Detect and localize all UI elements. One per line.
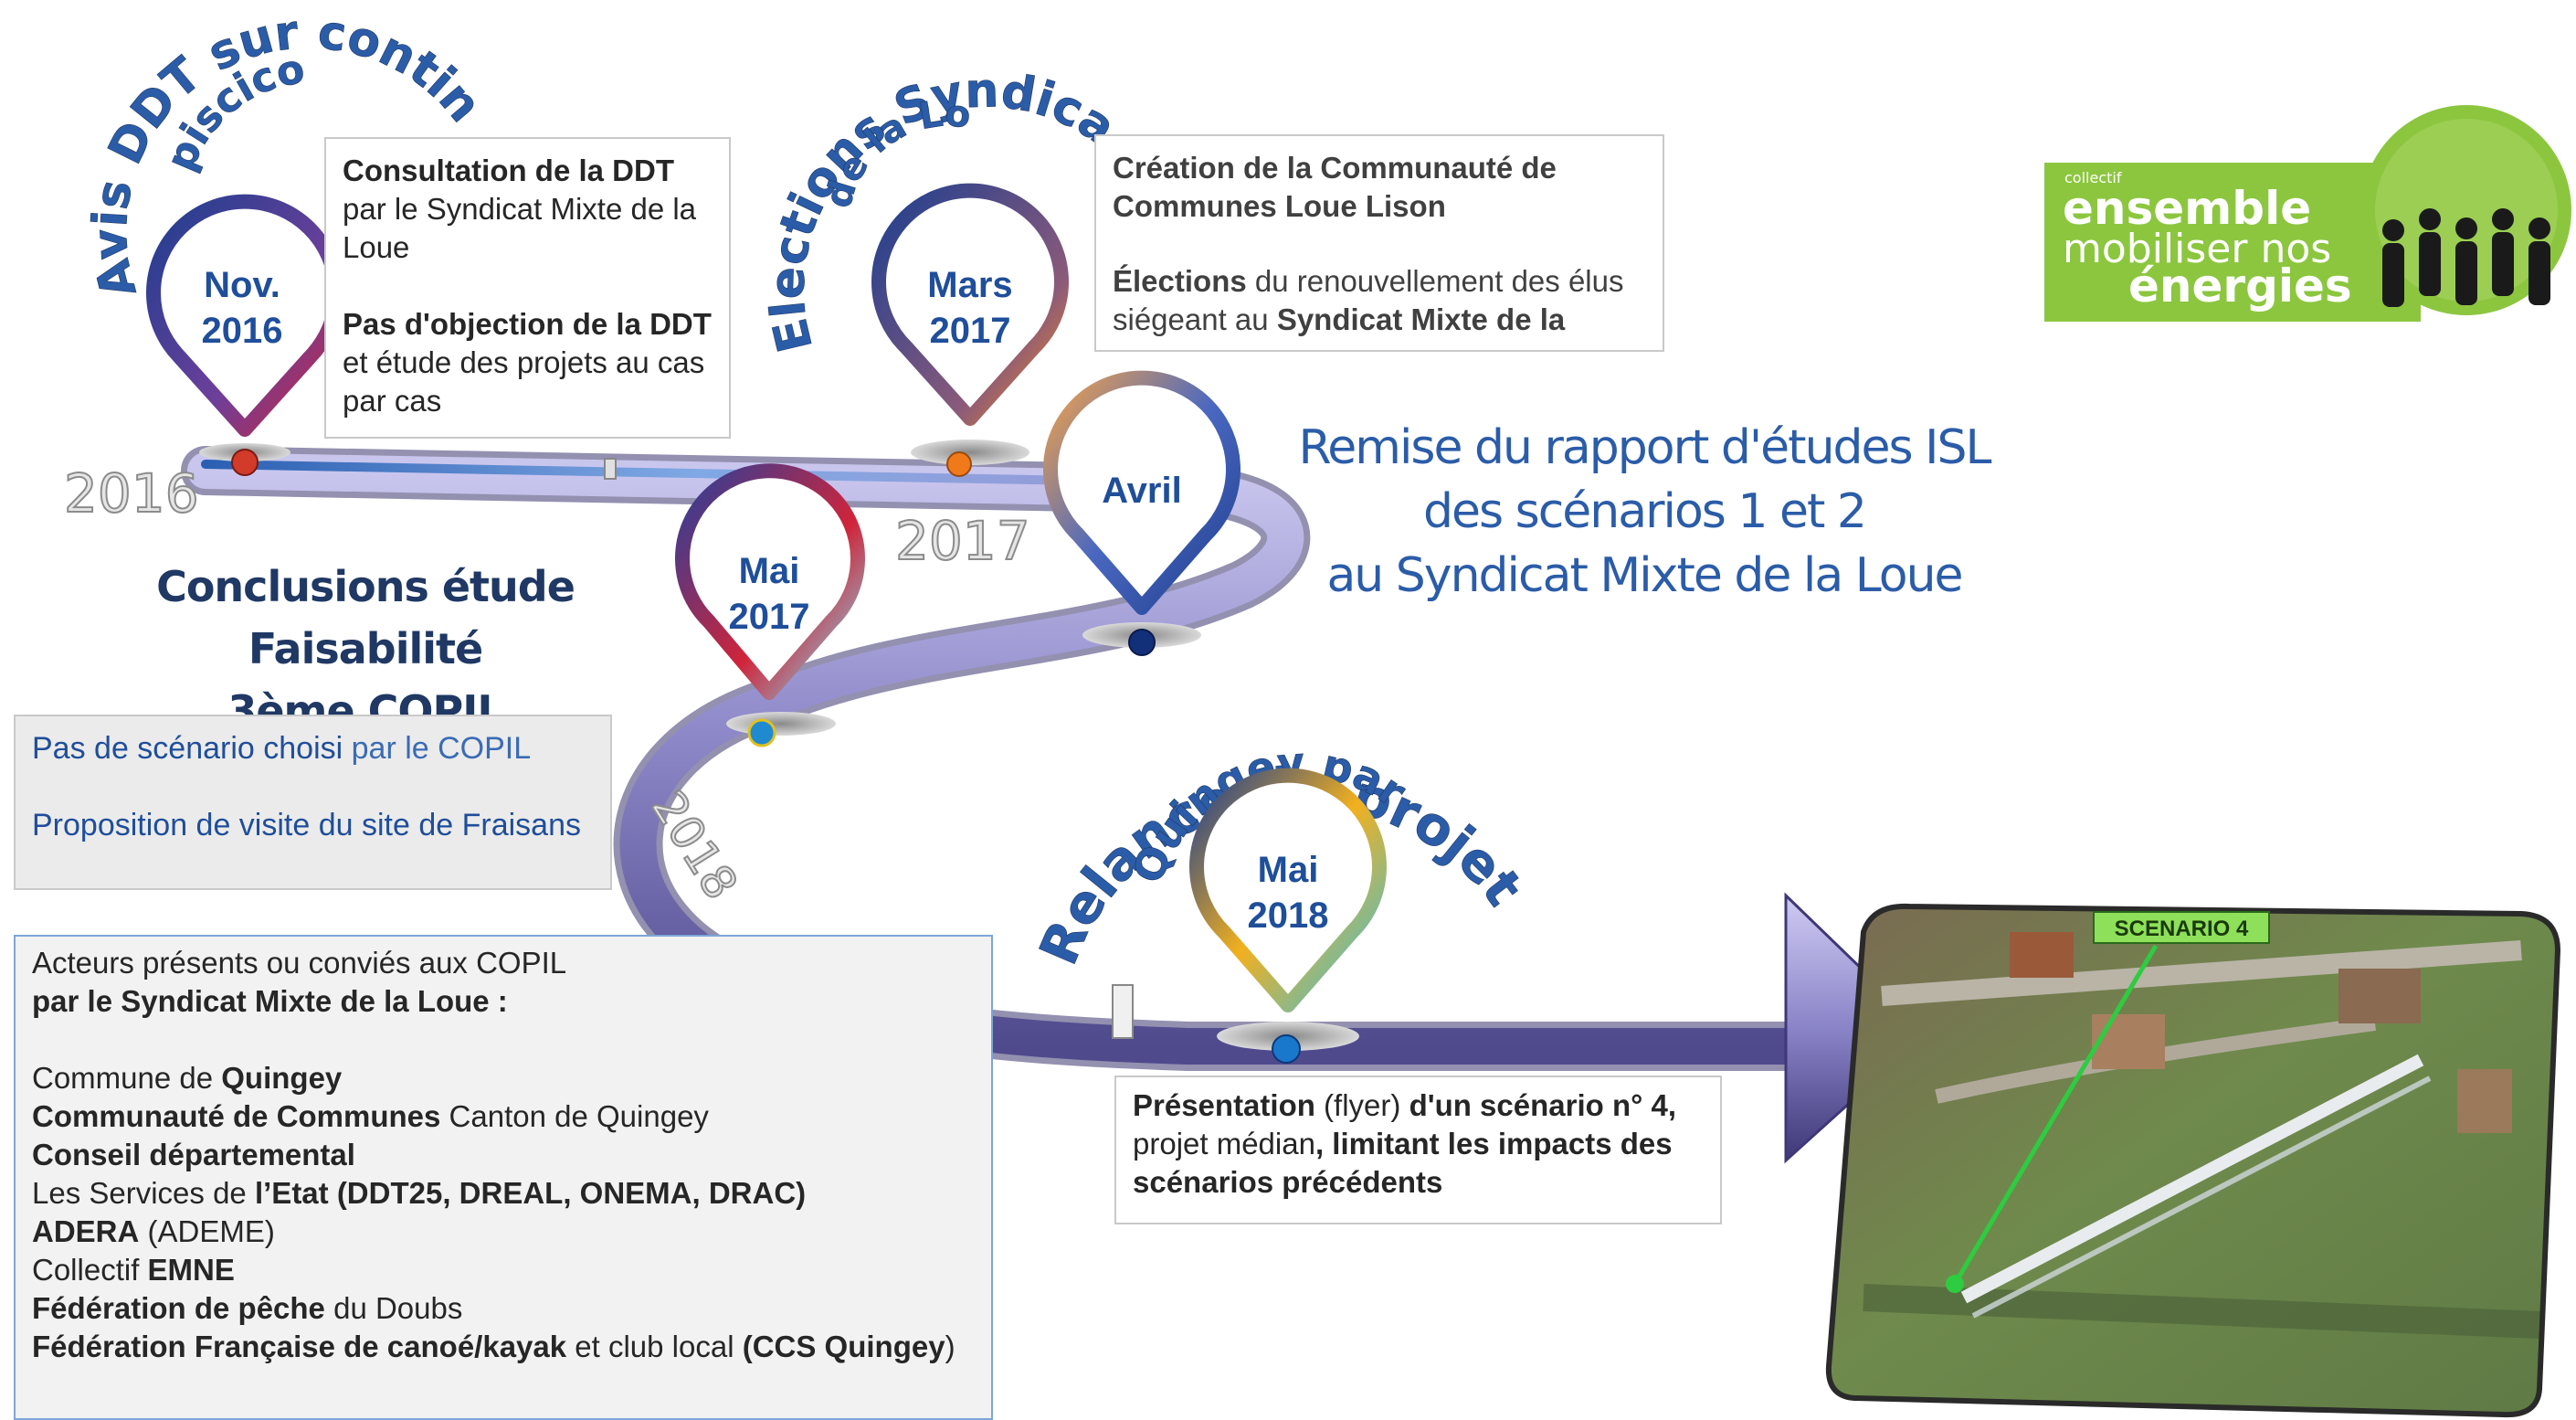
pin-mai-2018-month: Mai xyxy=(1258,850,1319,890)
pin-avril-month: Avril xyxy=(1102,471,1181,511)
people-silhouette-icon xyxy=(2382,208,2550,307)
scenario-4-label: SCENARIO 4 xyxy=(2115,917,2249,941)
flyer-f: limitant les impacts des scénarios précé… xyxy=(1133,1127,1673,1199)
ddt-objection-bold: Pas d'objection de la DDT xyxy=(343,307,712,341)
collectif-logo: collectif ensemble mobiliser nos énergie… xyxy=(2044,105,2571,322)
flyer-e: , xyxy=(1314,1127,1333,1160)
acteur-2b: Canton de Quingey xyxy=(440,1099,709,1133)
box-flyer-scenario-4: Présentation (flyer) d'un scénario n° 4,… xyxy=(1114,1076,1722,1224)
pin-mars-2017-month: Mars xyxy=(927,265,1012,305)
copil-scenario-rest: par le COPIL xyxy=(343,731,532,766)
comcom-elections-end: Syndicat Mixte de la xyxy=(1276,302,1566,336)
pin-mai-2017-month: Mai xyxy=(739,551,800,591)
remise-rapport-title: Remise du rapport d'études ISL des scéna… xyxy=(1242,416,2046,608)
scenario-4-photo: SCENARIO 4 xyxy=(1825,903,2561,1418)
pin-nov-2016-month: Nov. xyxy=(204,265,280,305)
acteur-1b: Quingey xyxy=(221,1061,343,1095)
pin-mai-2017-year: 2017 xyxy=(729,597,810,637)
year-2016-label: 2016 xyxy=(64,462,199,525)
remise-line3: au Syndicat Mixte de la Loue xyxy=(1326,548,1963,603)
logo-line1: ensemble xyxy=(2063,182,2311,235)
logo-line3: énergies xyxy=(2128,260,2352,313)
acteur-8a: Fédération Française de canoé/kayak xyxy=(32,1330,567,1363)
flyer-b: (flyer) xyxy=(1314,1088,1409,1122)
acteur-8c: (CCS Quingey xyxy=(742,1330,945,1363)
logo-small-text: collectif xyxy=(2064,169,2122,186)
comcom-elections-mid: du renouvellement des élus siégeant au xyxy=(1113,264,1624,336)
acteurs-heading1: Acteurs présents ou conviés aux COPIL xyxy=(32,946,567,980)
remise-line2: des scénarios 1 et 2 xyxy=(1423,484,1867,539)
acteur-4a: Les Services de xyxy=(32,1176,255,1210)
pin-nov-2016-year: 2016 xyxy=(202,311,283,351)
copil-visite: Proposition de visite du site de Fraisan… xyxy=(32,808,581,842)
pin-mai-2018-year: 2018 xyxy=(1248,895,1329,936)
acteur-6b: EMNE xyxy=(147,1253,235,1287)
ddt-objection-rest: et étude des projets au cas par cas xyxy=(343,345,705,418)
pin-mai-2018: Mai 2018 xyxy=(1189,768,1387,1064)
acteur-4b: l’Etat (DDT25, DREAL, ONEMA, DRAC) xyxy=(254,1176,807,1210)
acteur-6a: Collectif xyxy=(32,1253,148,1287)
acteur-5b: (ADEME) xyxy=(139,1214,275,1248)
acteur-3: Conseil départemental xyxy=(32,1138,355,1171)
comcom-elections-bold: Élections xyxy=(1113,264,1247,298)
flyer-a: Présentation xyxy=(1133,1088,1315,1122)
conclusions-line1: Conclusions étude Faisabilité xyxy=(156,562,575,673)
acteur-7b: du Doubs xyxy=(324,1291,463,1325)
acteur-8d: ) xyxy=(945,1330,955,1363)
year-2017-label: 2017 xyxy=(895,510,1030,572)
ddt-consultation-bold: Consultation de la DDT xyxy=(343,154,674,187)
copil-scenario-bold: Pas de scénario choisi xyxy=(32,731,343,766)
pin-mai-2017: Mai 2017 xyxy=(675,463,865,747)
comcom-creation: Création de la Communauté de Communes Lo… xyxy=(1113,151,1557,223)
box-communaute-communes: Création de la Communauté de Communes Lo… xyxy=(1094,134,1664,352)
acteur-2a: Communauté de Communes xyxy=(32,1099,441,1133)
flyer-c: d'un scénario n° 4, xyxy=(1409,1088,1677,1122)
pin-nov-2016: Nov. 2016 xyxy=(146,194,343,476)
remise-line1: Remise du rapport d'études ISL xyxy=(1298,420,1992,475)
box-copil-scenario: Pas de scénario choisi par le COPIL Prop… xyxy=(14,715,612,890)
acteur-5a: ADERA xyxy=(32,1214,140,1248)
pin-mars-2017: Mars 2017 xyxy=(871,183,1069,477)
acteurs-heading2: par le Syndicat Mixte de la Loue : xyxy=(32,984,508,1018)
flyer-d: projet médian xyxy=(1133,1127,1315,1160)
logo-line2: mobiliser nos xyxy=(2063,226,2331,272)
acteur-1a: Commune de xyxy=(32,1061,222,1095)
pin-avril: Avril xyxy=(1043,370,1240,656)
box-consultation-ddt: Consultation de la DDT par le Syndicat M… xyxy=(324,137,731,439)
acteur-8b: et club local xyxy=(566,1330,743,1363)
ddt-consultation-rest: par le Syndicat Mixte de la Loue xyxy=(343,192,697,264)
pin-mars-2017-year: 2017 xyxy=(930,311,1011,351)
acteur-7a: Fédération de pêche xyxy=(32,1291,325,1325)
box-acteurs: Acteurs présents ou conviés aux COPIL pa… xyxy=(14,935,993,1420)
